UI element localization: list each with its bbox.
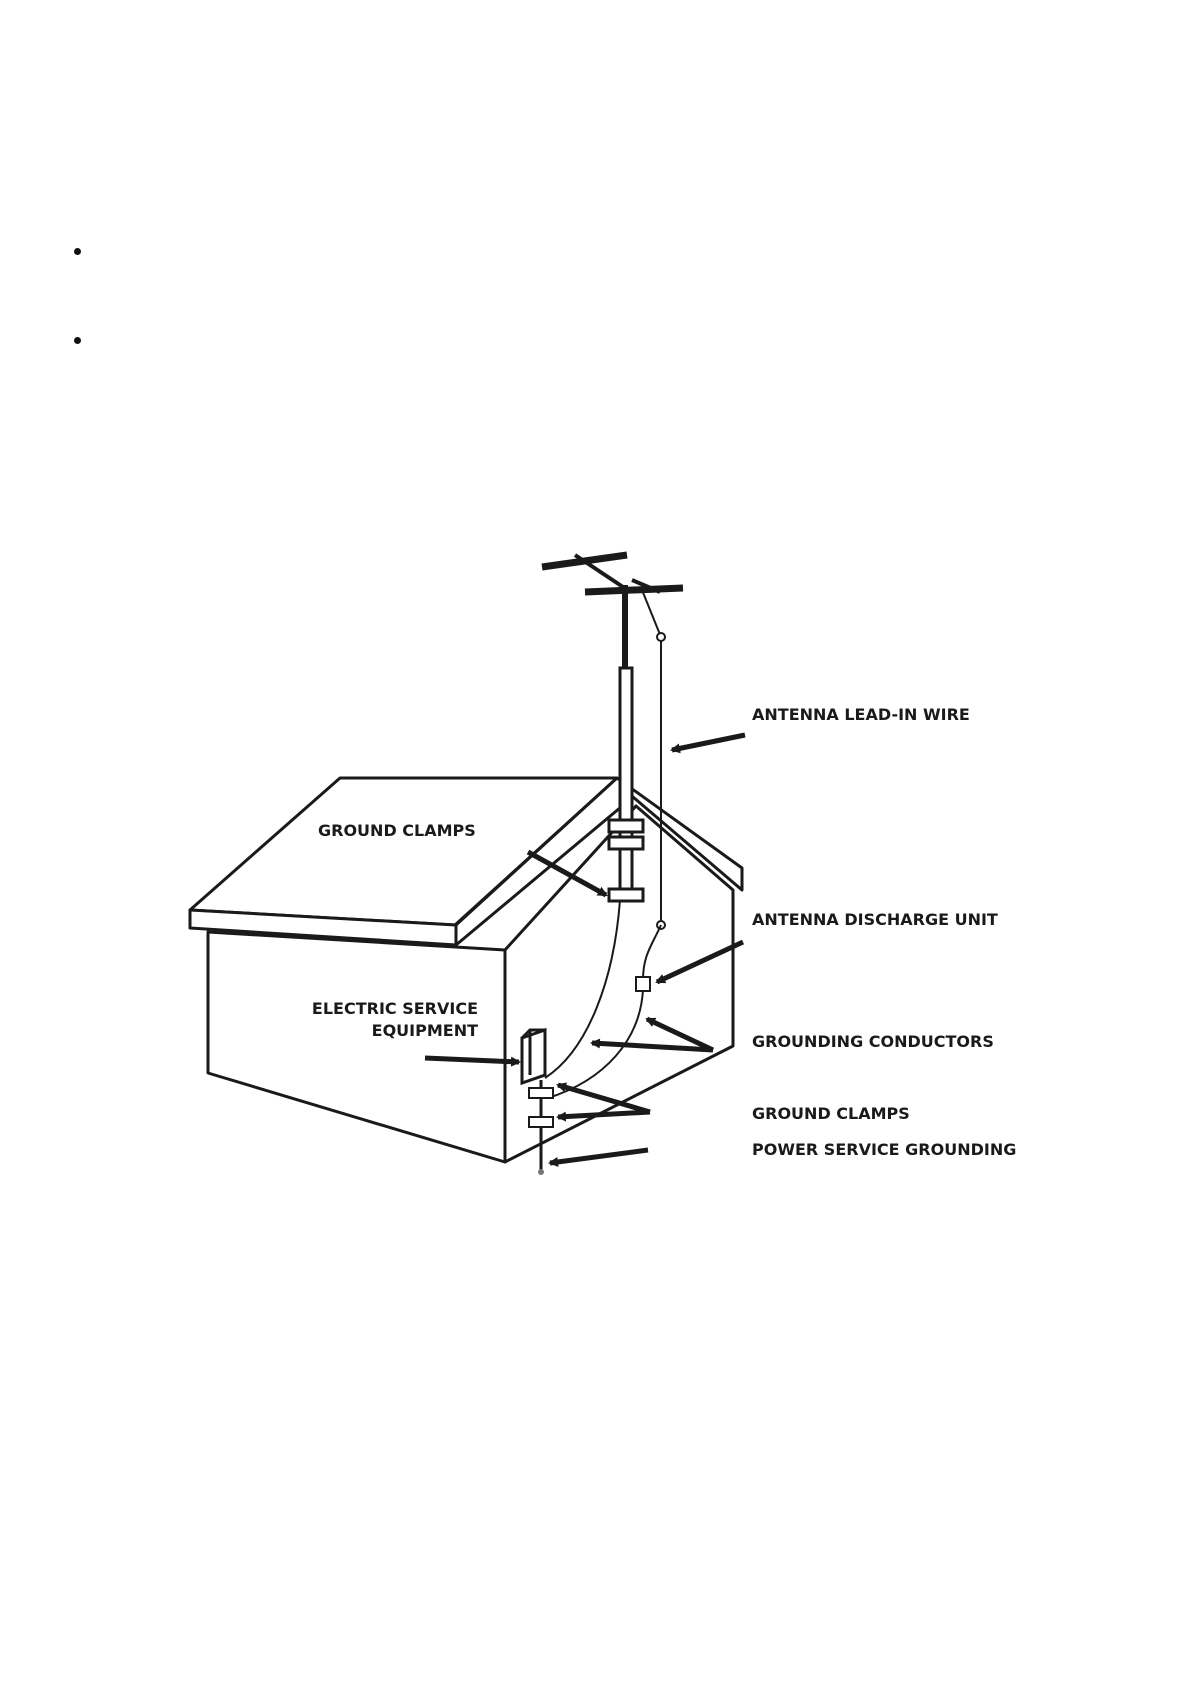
antenna-discharge-unit (636, 977, 650, 991)
ground-clamp-2 (529, 1117, 553, 1127)
arrow-power-service-grounding (550, 1150, 648, 1163)
ground-clamp-1 (529, 1088, 553, 1098)
label-power-service-grounding: POWER SERVICE GROUNDING (752, 1139, 1016, 1161)
label-ground-clamps-bottom: GROUND CLAMPS (752, 1103, 910, 1125)
antenna-crossbar-2 (585, 588, 683, 592)
mast-clamp-1 (609, 820, 643, 832)
mast-clamp-3 (609, 889, 643, 901)
label-antenna-lead-in-wire: ANTENNA LEAD-IN WIRE (752, 704, 970, 726)
label-ground-clamps-top: GROUND CLAMPS (318, 820, 476, 842)
label-grounding-conductors: GROUNDING CONDUCTORS (752, 1031, 994, 1053)
house-left-wall (208, 932, 505, 1162)
antenna-mast-lower (620, 668, 632, 900)
electric-service-box (522, 1030, 545, 1083)
mast-clamp-2 (609, 837, 643, 849)
label-electric-service-line1: ELECTRIC SERVICE (270, 998, 478, 1020)
arrow-antenna-lead-in (672, 735, 745, 750)
label-antenna-discharge-unit: ANTENNA DISCHARGE UNIT (752, 909, 998, 931)
label-electric-service-line2: EQUIPMENT (270, 1020, 478, 1042)
